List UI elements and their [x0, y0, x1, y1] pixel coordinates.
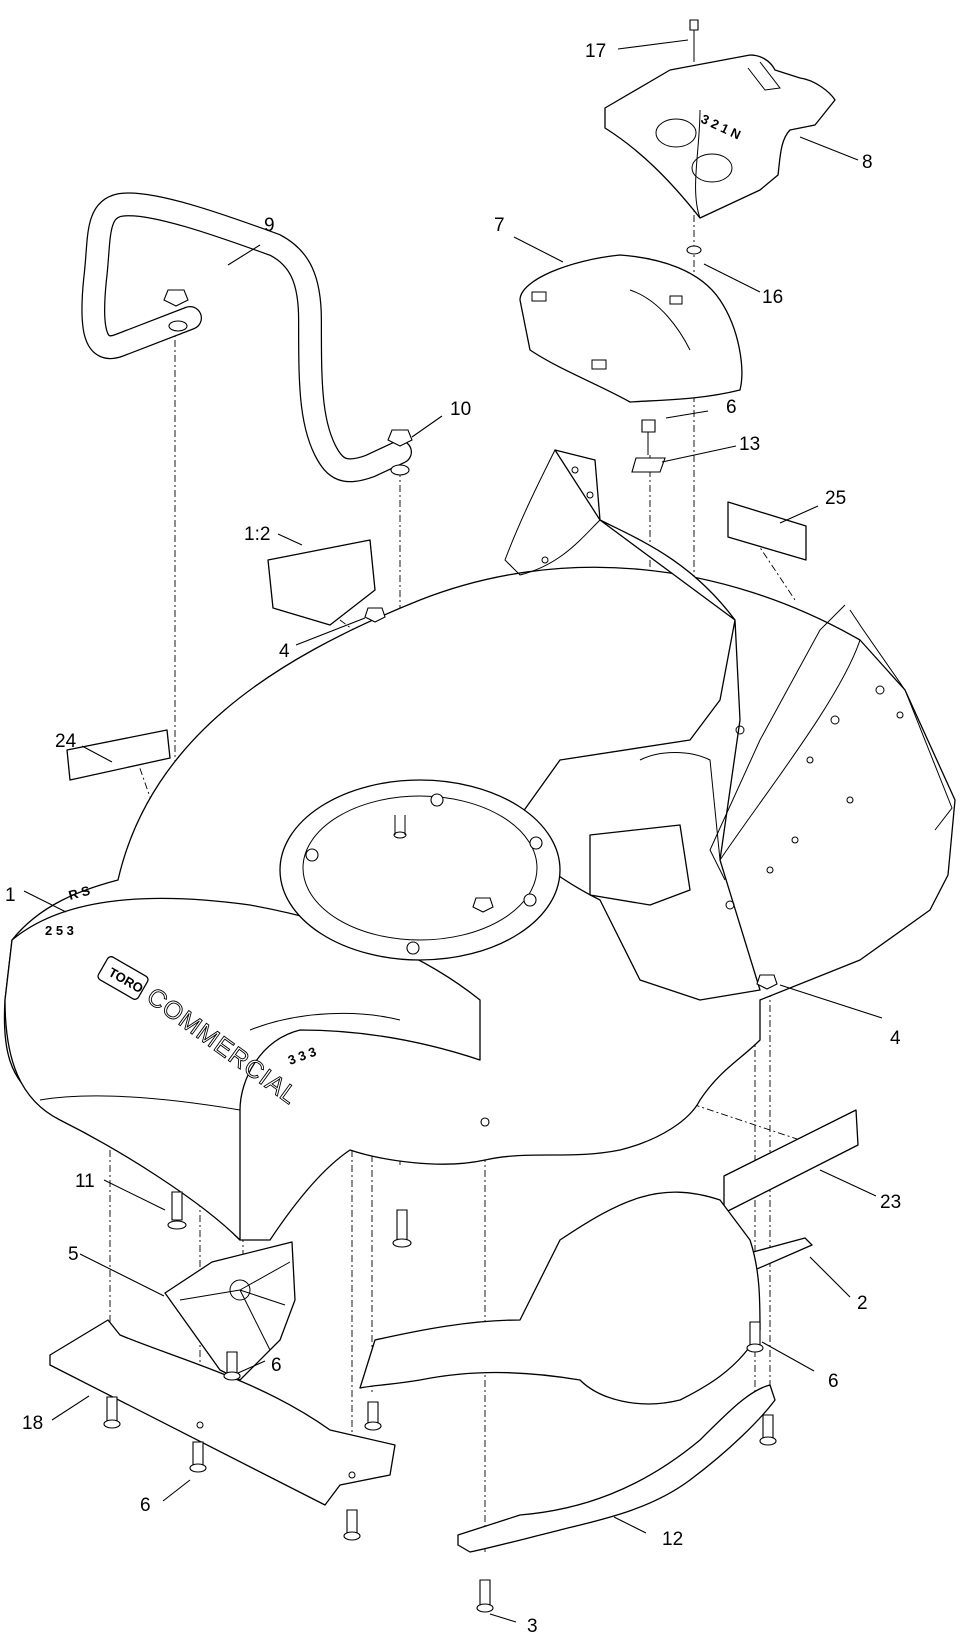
- wall-bolt-holes: [541, 466, 904, 910]
- skid-12: [457, 1384, 776, 1553]
- callout-12: 12: [662, 1529, 683, 1550]
- callout-6a: 6: [726, 397, 737, 418]
- handle-bar: [81, 192, 412, 483]
- console-cover: [519, 254, 743, 403]
- deck-housing: R S 2 5 3 3 3 3 TORO COMMERCIAL: [3, 449, 956, 1241]
- skid-18: [49, 1319, 396, 1506]
- callout-18: 18: [22, 1413, 43, 1434]
- callout-6d: 6: [140, 1495, 151, 1516]
- svg-text:2 5 3: 2 5 3: [45, 923, 74, 938]
- decal-25: [727, 501, 807, 561]
- svg-text:R S: R S: [67, 883, 92, 903]
- decal-1-2: [267, 539, 376, 626]
- callout-13: 13: [739, 434, 760, 455]
- callout-4b: 4: [890, 1028, 901, 1049]
- baffle-5: [164, 1241, 296, 1381]
- callout-2: 2: [857, 1293, 868, 1314]
- callout-labels: 17 8 9 7 16 10 6 13 25 1:2 4 24 1 4 11 2…: [5, 41, 901, 1637]
- callout-10: 10: [450, 399, 471, 420]
- decal-24: [66, 729, 171, 781]
- callout-6c: 6: [828, 1371, 839, 1392]
- callout-4a: 4: [279, 641, 290, 662]
- callout-1-2: 1:2: [244, 524, 270, 545]
- shift-plate: 3 2 1 N: [604, 54, 836, 219]
- decal-23: [723, 1109, 859, 1214]
- callout-9: 9: [264, 215, 275, 236]
- fasteners: [103, 19, 778, 1613]
- callout-23: 23: [880, 1192, 901, 1213]
- leader-lines: [23, 39, 883, 1623]
- discharge-baffle: [359, 1191, 761, 1405]
- callout-3: 3: [527, 1616, 538, 1637]
- callout-8: 8: [862, 152, 873, 173]
- callout-16: 16: [762, 287, 783, 308]
- callout-7: 7: [494, 215, 505, 236]
- callout-5: 5: [68, 1244, 79, 1265]
- callout-6b: 6: [271, 1355, 282, 1376]
- callout-17: 17: [585, 41, 606, 62]
- callout-11: 11: [75, 1171, 95, 1192]
- callout-1: 1: [5, 885, 16, 906]
- callout-25: 25: [825, 488, 846, 509]
- callout-24: 24: [55, 731, 77, 752]
